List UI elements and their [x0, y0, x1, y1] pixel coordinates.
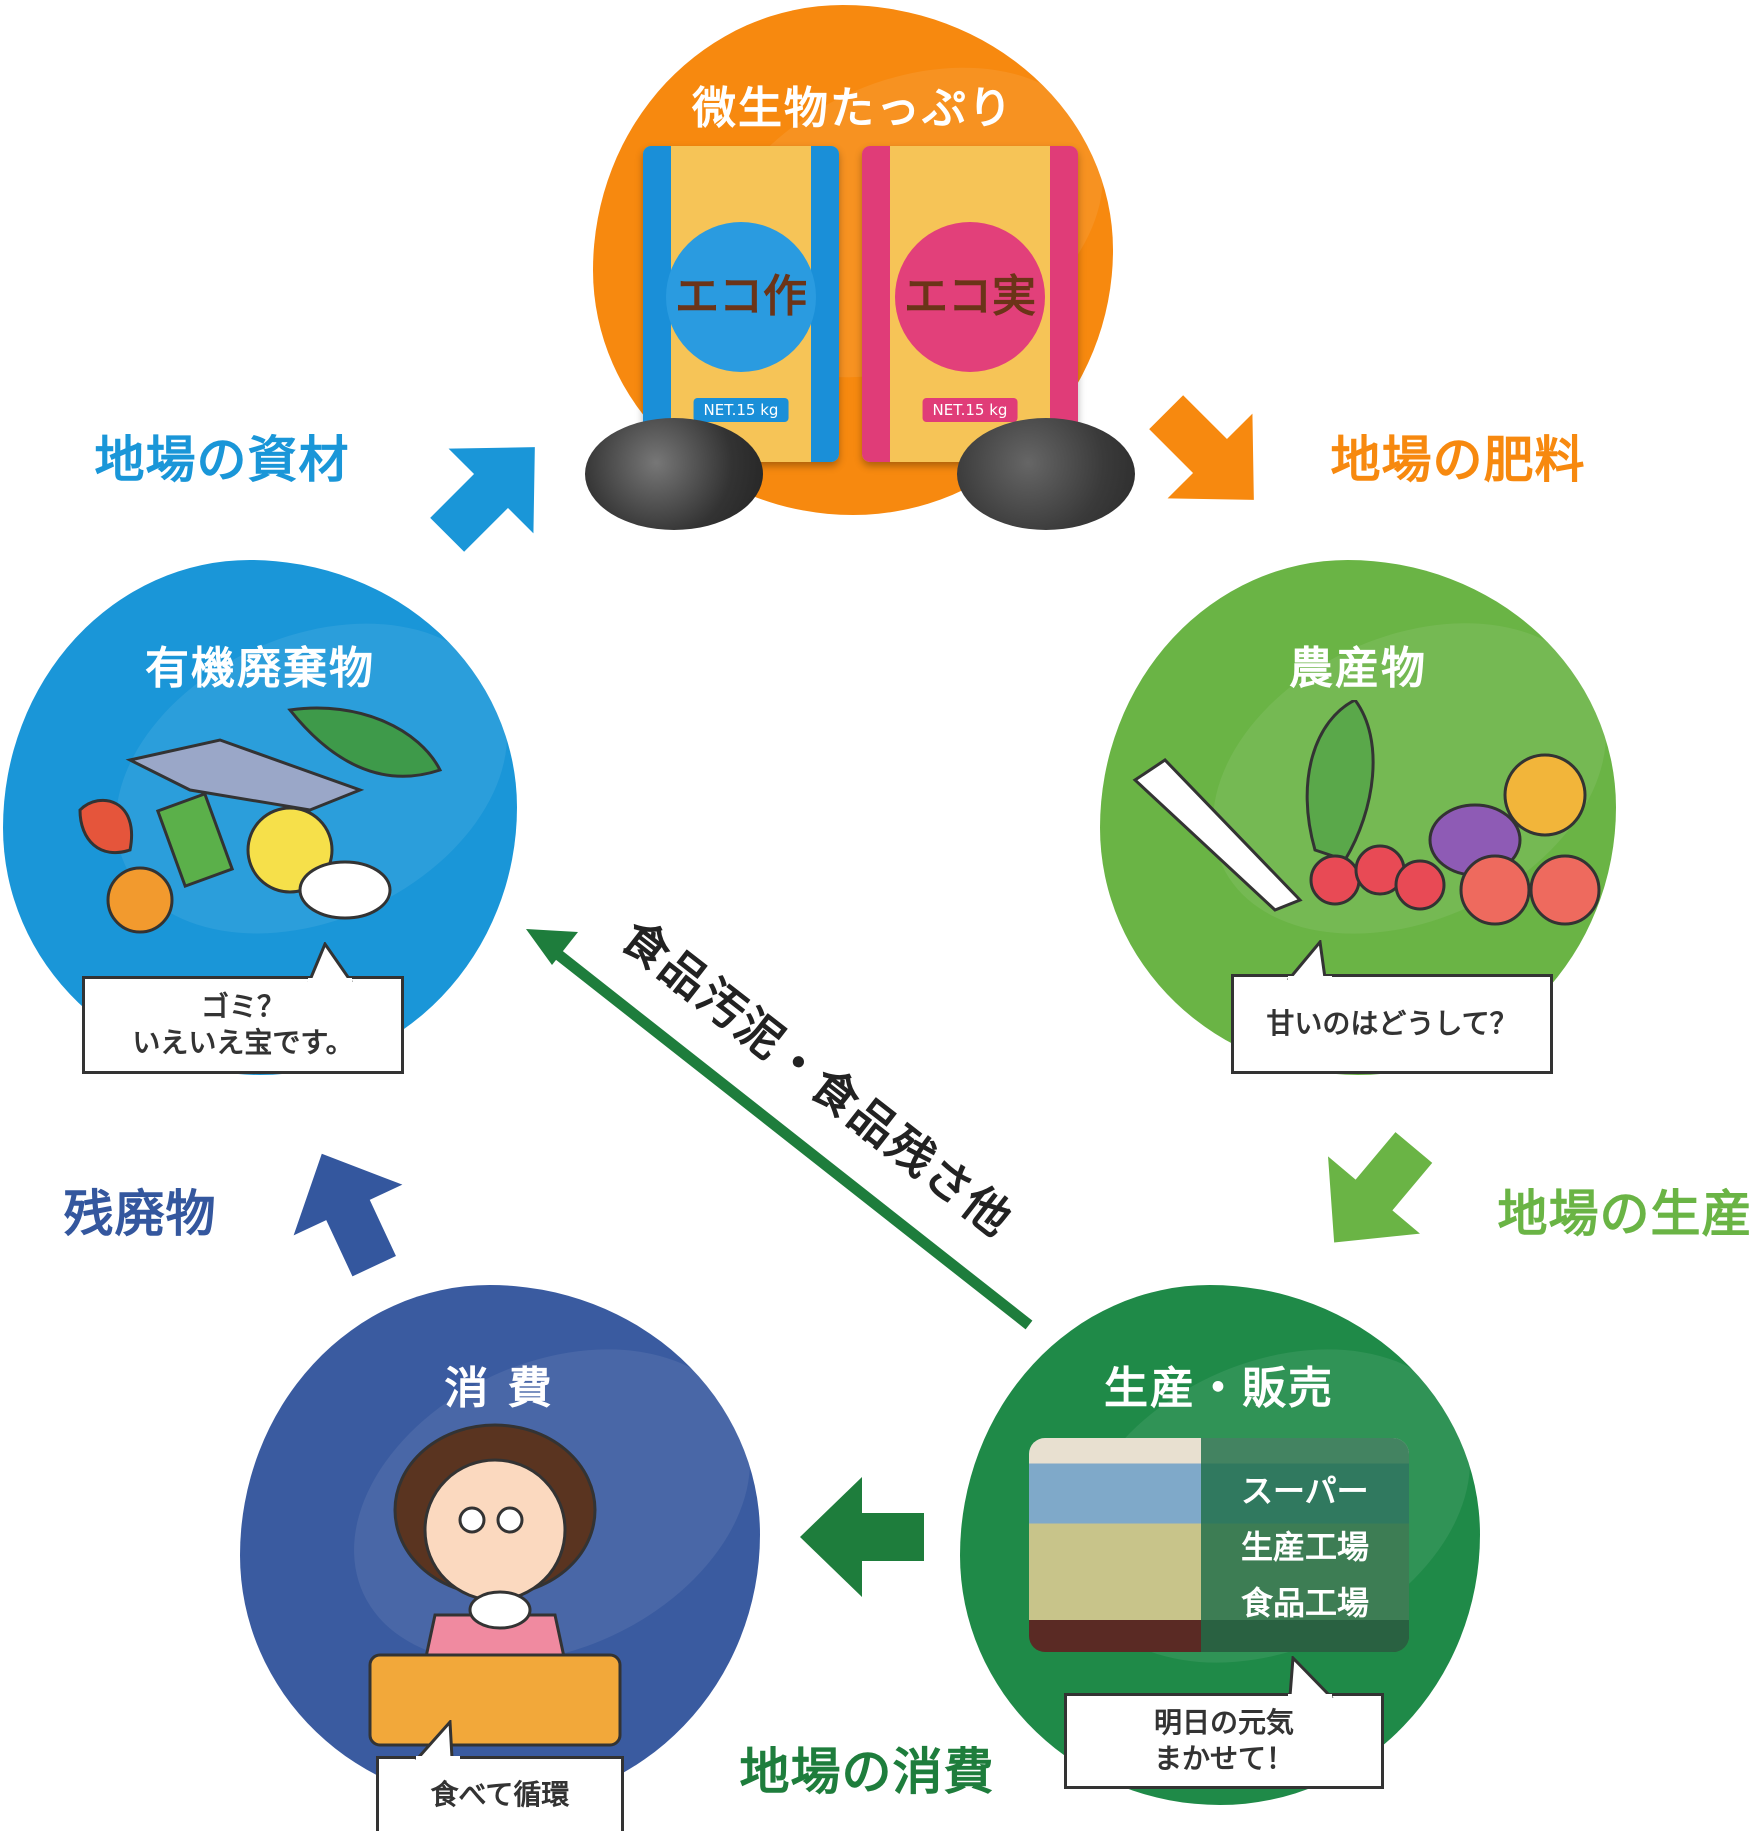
eco-mi-bag: エコ実 NET.15 kg [862, 146, 1078, 462]
arrow-up-icon [293, 1153, 403, 1277]
organic-waste-speech-bubble: ゴミ？ いえいえ宝です。 [82, 976, 404, 1074]
bubble-line: まかせて！ [1153, 1742, 1294, 1775]
local-production-label: 地場の生産 [1497, 1185, 1753, 1243]
bubble-tail [1286, 940, 1332, 980]
organic-waste-title: 有機廃棄物 [145, 643, 375, 694]
bubble-tail [307, 942, 353, 982]
consumption-title: 消 費 [444, 1363, 554, 1414]
photo-overlay: スーパー 生産工場 食品工場 [1201, 1438, 1409, 1652]
pellet-fertilizer-pile [585, 418, 763, 530]
bubble-tail [414, 1720, 460, 1760]
bag-net-weight: NET.15 kg [693, 398, 789, 422]
place-label: スーパー [1241, 1472, 1369, 1510]
eco-saku-bag: エコ作 NET.15 kg [643, 146, 839, 462]
bubble-line: 甘いのはどうして？ [1266, 1007, 1518, 1040]
production-sales-title: 生産・販売 [1104, 1363, 1334, 1414]
local-materials-label: 地場の資材 [94, 431, 350, 489]
vegetables-illustration [1132, 700, 1601, 926]
bubble-line: 食べて循環 [430, 1778, 570, 1811]
food-scraps-illustration [78, 706, 443, 934]
bubble-line: 明日の元気 [1153, 1706, 1294, 1739]
bag-product-name: エコ作 [675, 270, 807, 322]
production-sales-speech-bubble: 明日の元気 まかせて！ [1064, 1693, 1384, 1789]
bubble-tail [1288, 1656, 1334, 1698]
local-fertilizer-label: 地場の肥料 [1330, 431, 1586, 489]
produce-speech-bubble: 甘いのはどうして？ [1231, 974, 1553, 1074]
bubble-line: ゴミ？ [200, 990, 285, 1023]
bag-side-stripe [1050, 146, 1078, 462]
bag-label-disc [666, 221, 816, 372]
arrow-up-right-icon [430, 447, 535, 552]
consumption-speech-bubble: 食べて循環 [376, 1756, 624, 1831]
bubble-line: いえいえ宝です。 [132, 1026, 354, 1059]
residual-waste-label: 残廃物 [63, 1185, 217, 1243]
place-label: 食品工場 [1241, 1584, 1370, 1622]
supermarket-photo: スーパー 生産工場 食品工場 [1029, 1438, 1409, 1652]
local-consumption-label: 地場の消費 [739, 1743, 995, 1801]
bag-label-disc [895, 221, 1045, 372]
arrow-left-icon [800, 1477, 924, 1597]
arrow-down-left-icon [1328, 1132, 1433, 1243]
produce-title: 農産物 [1289, 643, 1427, 694]
place-label: 生産工場 [1241, 1528, 1370, 1566]
bag-net-weight: NET.15 kg [922, 398, 1018, 422]
bag-product-name: エコ実 [904, 270, 1036, 322]
fertilizer-title: 微生物たっぷり [692, 83, 1014, 134]
powder-fertilizer-pile [957, 418, 1135, 530]
woman-eating-illustration [368, 1423, 622, 1747]
bag-side-stripe [862, 146, 890, 462]
arrow-down-right-icon [1149, 395, 1254, 500]
